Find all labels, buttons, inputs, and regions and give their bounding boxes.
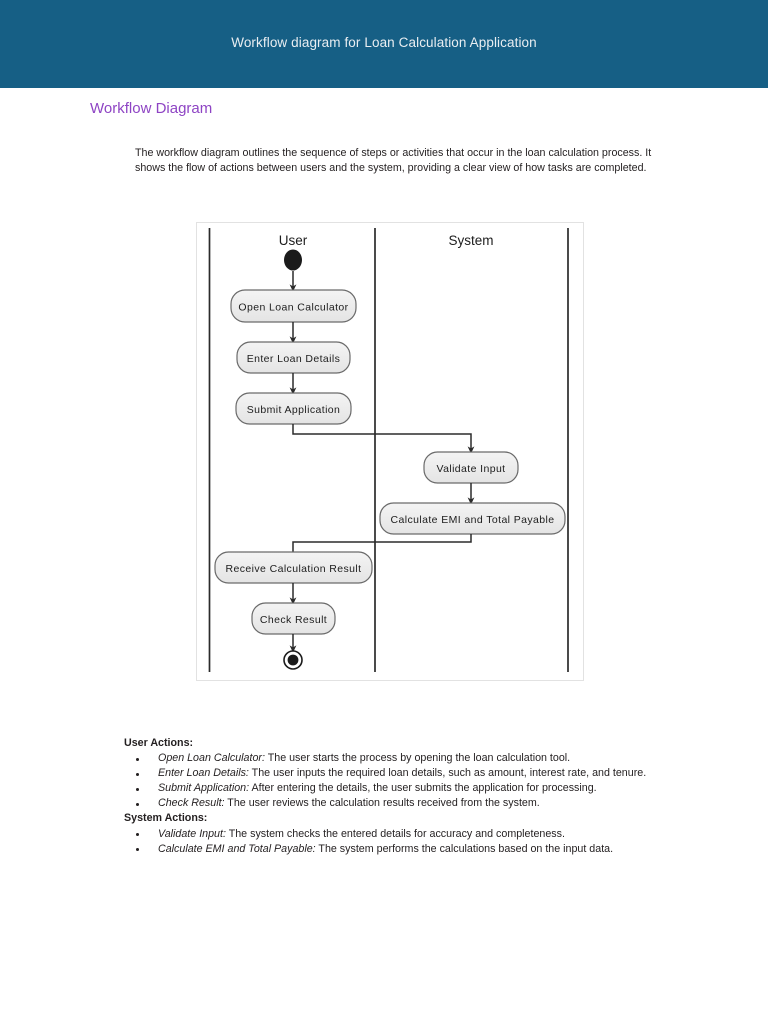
- list-item: Calculate EMI and Total Payable: The sys…: [124, 842, 684, 857]
- node-receive-calculation-result: Receive Calculation Result: [214, 551, 373, 584]
- node-open-loan-calculator: Open Loan Calculator: [230, 289, 357, 323]
- list-item: Check Result: The user reviews the calcu…: [124, 796, 684, 811]
- list-item-term: Submit Application:: [158, 782, 250, 795]
- bullet-icon: [136, 833, 140, 837]
- final-node: [283, 650, 303, 670]
- edge-submit-validate: [292, 424, 475, 454]
- svg-text:Calculate EMI and Total Payabl: Calculate EMI and Total Payable: [391, 514, 555, 526]
- svg-text:Enter Loan Details: Enter Loan Details: [247, 353, 341, 365]
- list-item-desc: The user inputs the required loan detail…: [248, 767, 647, 780]
- workflow-diagram: User System Open Loan Calculator Enter L…: [196, 222, 584, 682]
- list-item: Submit Application: After entering the d…: [124, 781, 684, 796]
- edge-calculate-receive: [289, 534, 472, 564]
- node-calculate-emi: Calculate EMI and Total Payable: [379, 502, 566, 535]
- list-item-term: Validate Input:: [158, 827, 226, 840]
- svg-text:Receive Calculation Result: Receive Calculation Result: [226, 563, 362, 575]
- node-validate-input: Validate Input: [423, 451, 519, 484]
- initial-node: [284, 249, 302, 271]
- list-item-desc: The system checks the entered details fo…: [225, 827, 565, 840]
- list-item-term: Calculate EMI and Total Payable:: [158, 842, 316, 855]
- svg-text:Submit Application: Submit Application: [247, 404, 341, 416]
- bullet-icon: [136, 802, 140, 807]
- node-submit-application: Submit Application: [235, 392, 352, 425]
- node-check-result: Check Result: [251, 602, 336, 635]
- list-item: Open Loan Calculator: The user starts th…: [124, 751, 684, 766]
- svg-text:Check Result: Check Result: [260, 614, 327, 626]
- svg-text:Open Loan Calculator: Open Loan Calculator: [238, 302, 348, 314]
- list-item-desc: The system performs the calculations bas…: [315, 842, 614, 855]
- system-actions-heading: System Actions:: [124, 812, 208, 825]
- user-actions-list: Open Loan Calculator: The user starts th…: [124, 751, 684, 811]
- system-actions-list: Validate Input: The system checks the en…: [124, 827, 684, 857]
- user-actions-heading: User Actions:: [124, 737, 194, 749]
- lane-title-system: System: [448, 233, 493, 248]
- lane-title-user: User: [279, 233, 308, 248]
- list-item: Enter Loan Details: The user inputs the …: [124, 766, 684, 781]
- list-item-desc: The user starts the process by opening t…: [264, 752, 571, 765]
- bullet-icon: [136, 772, 140, 776]
- actions-block: User Actions: Open Loan Calculator: The …: [124, 736, 684, 857]
- intro-paragraph: The workflow diagram outlines the sequen…: [135, 147, 652, 175]
- list-item-term: Open Loan Calculator:: [158, 752, 265, 765]
- list-item-desc: After entering the details, the user sub…: [249, 782, 597, 795]
- list-item-desc: The user reviews the calculation results…: [224, 797, 540, 810]
- bullet-icon: [136, 757, 140, 761]
- list-item-term: Enter Loan Details:: [158, 767, 249, 780]
- page-title: Workflow diagram for Loan Calculation Ap…: [231, 35, 537, 50]
- list-item: Validate Input: The system checks the en…: [124, 827, 684, 842]
- bullet-icon: [136, 848, 140, 852]
- section-heading: Workflow Diagram: [90, 100, 213, 117]
- header-banner: Workflow diagram for Loan Calculation Ap…: [0, 0, 768, 88]
- bullet-icon: [136, 787, 140, 791]
- list-item-term: Check Result:: [158, 797, 225, 810]
- svg-text:Validate Input: Validate Input: [436, 463, 505, 475]
- node-enter-loan-details: Enter Loan Details: [236, 341, 351, 374]
